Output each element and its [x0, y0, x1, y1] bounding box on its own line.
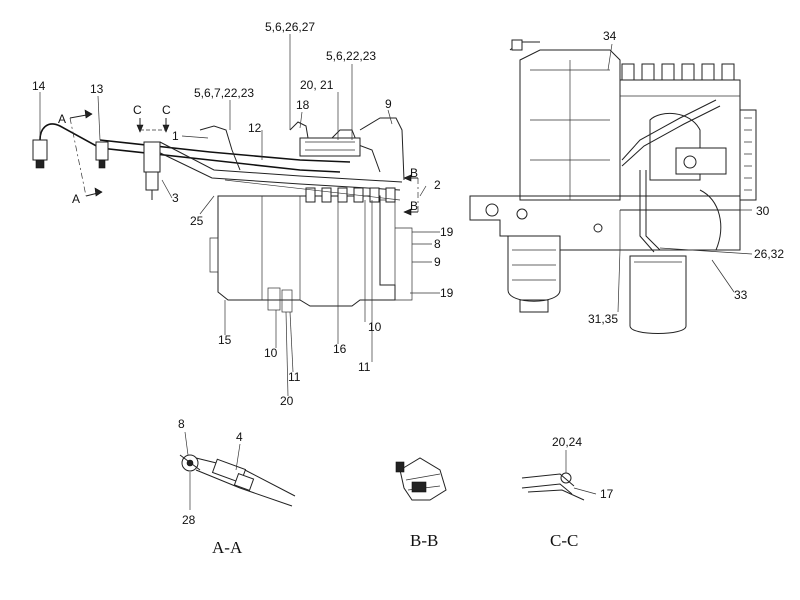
callout-8: 8 [434, 237, 441, 251]
callout-34: 34 [603, 29, 617, 43]
callout-section-c-left: C [133, 103, 142, 117]
section-line-c-c [136, 118, 170, 133]
callout-26-32: 26,32 [754, 247, 784, 261]
section-titles: A-A B-B C-C [212, 531, 578, 557]
callout-15: 15 [218, 333, 232, 347]
callout-labels: 14 13 A C C 1 3 A 5,6,7,22,23 5,6,26,27 … [32, 20, 784, 527]
section-line-a-a [69, 109, 103, 197]
callout-33: 33 [734, 288, 748, 302]
callout-section-c-right: C [162, 103, 171, 117]
callout-10-left: 10 [264, 346, 278, 360]
section-c-c-detail [521, 450, 597, 501]
oil-filter [629, 255, 687, 334]
callout-3: 3 [172, 191, 179, 205]
return-pipes [621, 99, 722, 253]
callout-4: 4 [236, 430, 243, 444]
pump-housing [509, 39, 757, 211]
section-title-c-c: C-C [550, 531, 578, 550]
callout-13: 13 [90, 82, 104, 96]
section-b-b-detail [395, 457, 447, 501]
callout-31-35: 31,35 [588, 312, 618, 326]
callout-1: 1 [172, 129, 179, 143]
pump-base [469, 195, 741, 251]
section-line-b-b [403, 174, 419, 216]
engine-block [209, 195, 413, 313]
callout-8-section: 8 [178, 417, 185, 431]
callout-5-6-22-23: 5,6,22,23 [326, 49, 376, 63]
callout-10-right: 10 [368, 320, 382, 334]
callout-5-6-26-27: 5,6,26,27 [265, 20, 315, 34]
section-a-a-detail [179, 431, 296, 510]
callout-16: 16 [333, 342, 347, 356]
injector-pipes [39, 117, 405, 203]
injector-body [143, 141, 161, 200]
callout-section-b-top: B [410, 166, 418, 180]
callout-30: 30 [756, 204, 770, 218]
callout-section-a-bottom: A [72, 192, 80, 206]
callout-11-left: 11 [288, 370, 301, 384]
callout-section-b-bottom: B [410, 199, 418, 213]
leader-lines-right [607, 43, 753, 313]
callout-25: 25 [190, 214, 204, 228]
right-pump-view [469, 39, 757, 334]
callout-20-bottom: 20 [280, 394, 294, 408]
callout-18: 18 [296, 98, 310, 112]
callout-9-top: 9 [385, 97, 392, 111]
callout-17: 17 [600, 487, 614, 501]
section-title-b-b: B-B [410, 531, 438, 550]
callout-section-a-top: A [58, 112, 66, 126]
callout-19-top: 19 [440, 225, 454, 239]
section-title-a-a: A-A [212, 538, 243, 557]
callout-14: 14 [32, 79, 46, 93]
callout-5-6-7-22-23: 5,6,7,22,23 [194, 86, 254, 100]
callout-19-bottom: 19 [440, 286, 454, 300]
callout-20-24: 20,24 [552, 435, 582, 449]
callout-12: 12 [248, 121, 262, 135]
leader-lines-left [39, 34, 440, 397]
callout-11-right: 11 [358, 360, 371, 374]
fuel-filter [507, 235, 561, 313]
left-side-view [32, 34, 440, 397]
callout-9-middle: 9 [434, 255, 441, 269]
callout-28: 28 [182, 513, 196, 527]
callout-2: 2 [434, 178, 441, 192]
callout-20-21: 20, 21 [300, 78, 334, 92]
pipe-end-fitting [32, 139, 109, 169]
